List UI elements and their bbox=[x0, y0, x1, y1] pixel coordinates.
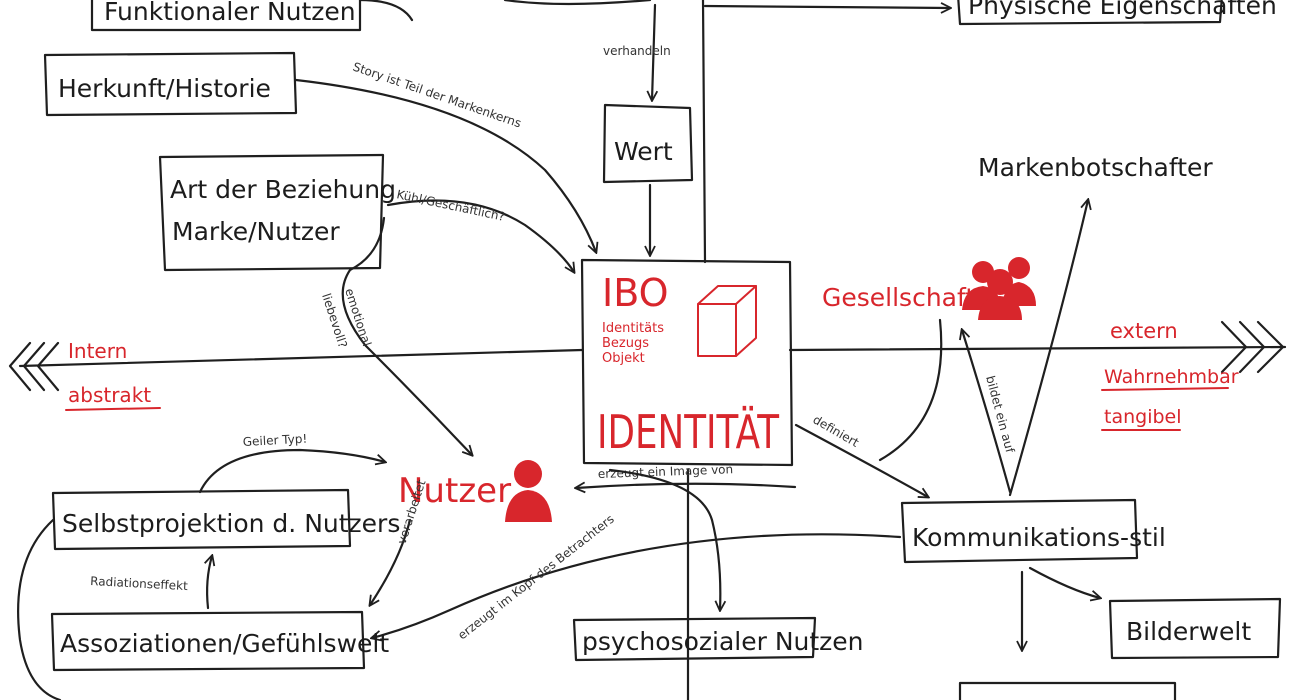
axis-label-extern: extern bbox=[1110, 319, 1178, 343]
svg-text:extern: extern bbox=[1110, 319, 1178, 343]
ibo-acronym: IBO bbox=[602, 271, 669, 315]
svg-text:psychosozialer Nutzen: psychosozialer Nutzen bbox=[582, 627, 864, 656]
partial-bottom-box bbox=[958, 681, 1177, 700]
chevron-left-icon bbox=[22, 341, 46, 392]
edge-bilderwelt bbox=[1028, 566, 1100, 598]
svg-text:abstrakt: abstrakt bbox=[68, 383, 151, 407]
svg-text:erzeugt im Kopf des Betrachter: erzeugt im Kopf des Betrachters bbox=[455, 512, 616, 642]
chevron-left-icon bbox=[36, 341, 60, 392]
chevron-right-icon bbox=[1256, 320, 1285, 374]
edge-story bbox=[294, 78, 596, 252]
edge-gesellschaft-down bbox=[878, 318, 943, 462]
svg-text:Intern: Intern bbox=[68, 339, 127, 363]
svg-text:Wert: Wert bbox=[614, 137, 673, 166]
kommunikationsstil-node[interactable]: Kommunikations-stil bbox=[900, 498, 1166, 564]
herkunft-node[interactable]: Herkunft/Historie bbox=[43, 51, 298, 117]
svg-text:Objekt: Objekt bbox=[602, 351, 645, 366]
svg-text:Bezugs: Bezugs bbox=[602, 336, 649, 351]
svg-text:verhandeln: verhandeln bbox=[603, 44, 671, 58]
markenbotschafter-node[interactable]: Markenbotschafter bbox=[978, 153, 1213, 182]
chevron-right-icon bbox=[1238, 320, 1266, 374]
cube-icon bbox=[697, 285, 757, 357]
svg-text:Kommunikations-stil: Kommunikations-stil bbox=[912, 523, 1166, 552]
svg-text:Bilderwelt: Bilderwelt bbox=[1126, 617, 1251, 646]
funktionaler-nutzen-node[interactable]: Funktionaler Nutzen bbox=[90, 0, 362, 32]
identitaet-node[interactable]: IBO Identitäts Bezugs Objekt IDENTITÄT bbox=[580, 258, 794, 467]
edge-verarbeitet bbox=[370, 518, 412, 605]
axis-label-tangibel: tangibel bbox=[1101, 406, 1182, 431]
beziehung-node[interactable]: Art der Beziehung Marke/Nutzer bbox=[158, 153, 396, 272]
axis-label-abstrakt: abstrakt bbox=[65, 383, 161, 411]
assoziationen-node[interactable]: Assoziationen/Gefühlswelt bbox=[50, 610, 389, 672]
svg-text:Geiler Typ!: Geiler Typ! bbox=[242, 432, 307, 449]
svg-text:Nutzer: Nutzer bbox=[398, 471, 511, 511]
edge-erzeugt-kopf bbox=[372, 533, 902, 638]
physische-eigenschaften-node[interactable]: Physische Eigenschaften bbox=[957, 0, 1277, 26]
svg-text:Funktionaler Nutzen: Funktionaler Nutzen bbox=[104, 0, 356, 26]
gesellschaft-node[interactable]: Gesellschaft bbox=[822, 257, 1036, 320]
horizontal-axis bbox=[8, 320, 1287, 392]
edge-erzeugt-image bbox=[576, 484, 797, 488]
svg-text:Kühl/Geschäftlich?: Kühl/Geschäftlich? bbox=[395, 187, 506, 224]
bilderwelt-node[interactable]: Bilderwelt bbox=[1108, 597, 1282, 660]
edge-left-loop bbox=[17, 518, 62, 700]
svg-text:Markenbotschafter: Markenbotschafter bbox=[978, 153, 1213, 182]
psychosozialer-nutzen-node[interactable]: psychosozialer Nutzen bbox=[572, 616, 864, 662]
edge-verhandeln bbox=[652, 3, 655, 100]
svg-text:Identitäts: Identitäts bbox=[602, 321, 664, 336]
svg-text:definiert: definiert bbox=[811, 412, 862, 450]
selbstprojektion-node[interactable]: Selbstprojektion d. Nutzers bbox=[51, 488, 400, 551]
vertical-axis bbox=[686, 0, 707, 700]
svg-text:erzeugt ein Image von: erzeugt ein Image von bbox=[598, 462, 734, 481]
group-people-icon bbox=[962, 257, 1036, 320]
chevron-right-icon bbox=[1220, 320, 1248, 374]
svg-text:tangibel: tangibel bbox=[1104, 406, 1182, 428]
person-icon bbox=[505, 460, 552, 522]
svg-text:Marke/Nutzer: Marke/Nutzer bbox=[172, 217, 340, 246]
nutzer-node[interactable]: Nutzer bbox=[398, 460, 552, 522]
edge-psychosozial bbox=[608, 468, 720, 610]
edge-markenbotschafter bbox=[1008, 200, 1088, 497]
svg-text:Wahrnehmbar: Wahrnehmbar bbox=[1104, 366, 1239, 388]
svg-text:Selbstprojektion d. Nutzers: Selbstprojektion d. Nutzers bbox=[62, 509, 400, 538]
axis-label-wahrnehmbar: Wahrnehmbar bbox=[1101, 366, 1239, 391]
svg-text:Gesellschaft: Gesellschaft bbox=[822, 283, 975, 312]
svg-text:Herkunft/Historie: Herkunft/Historie bbox=[58, 74, 271, 103]
identitaet-title: IDENTITÄT bbox=[597, 405, 780, 459]
edge-geiler-typ bbox=[198, 448, 385, 494]
edge-physische bbox=[703, 6, 950, 8]
edge-kuehl bbox=[386, 199, 574, 273]
svg-text:Radiationseffekt: Radiationseffekt bbox=[90, 574, 189, 593]
svg-text:Physische Eigenschaften: Physische Eigenschaften bbox=[968, 0, 1277, 20]
edge-funktional bbox=[358, 0, 414, 22]
edge-bildet bbox=[962, 330, 1012, 494]
edge-top-curve bbox=[503, 0, 652, 6]
wert-node[interactable]: Wert bbox=[602, 103, 694, 184]
svg-text:Assoziationen/Gefühlswelt: Assoziationen/Gefühlswelt bbox=[60, 629, 389, 658]
axis-label-intern: Intern bbox=[68, 339, 127, 363]
svg-text:Story ist Teil der Markenkerns: Story ist Teil der Markenkerns bbox=[351, 60, 523, 131]
edge-emotional bbox=[341, 216, 472, 455]
edge-definiert bbox=[794, 423, 928, 497]
edge-radiation bbox=[207, 556, 212, 610]
chevron-left-icon bbox=[8, 341, 32, 392]
svg-text:Art der Beziehung: Art der Beziehung bbox=[170, 175, 396, 204]
